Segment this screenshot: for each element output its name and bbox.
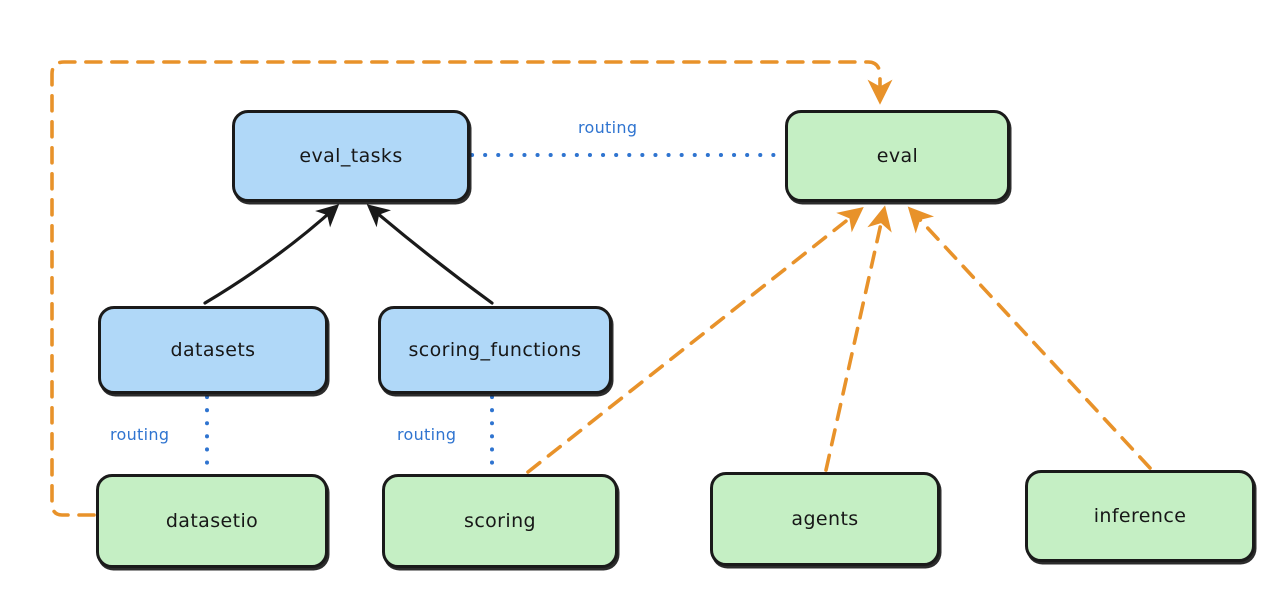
edge-scoring-to-eval: [526, 207, 864, 474]
node-label-inference: inference: [1093, 505, 1187, 527]
edge-label-routing-scoring-functions-scoring: routing: [397, 425, 457, 444]
node-label-agents: agents: [791, 508, 859, 530]
node-eval-tasks[interactable]: eval_tasks: [232, 110, 470, 202]
node-label-datasetio: datasetio: [165, 510, 259, 532]
node-scoring-functions[interactable]: scoring_functions: [378, 306, 612, 394]
edge-scoring-functions-to-eval-tasks: [366, 204, 494, 305]
node-scoring[interactable]: scoring: [382, 474, 618, 568]
node-datasets[interactable]: datasets: [98, 306, 328, 394]
node-label-scoring-functions: scoring_functions: [408, 339, 582, 361]
node-label-eval: eval: [876, 145, 919, 167]
edge-inference-to-eval: [907, 206, 1152, 470]
edge-label-routing-eval-tasks-eval: routing: [578, 118, 638, 137]
node-label-eval-tasks: eval_tasks: [299, 145, 403, 167]
edge-datasetio-to-eval: [50, 60, 893, 517]
node-label-datasets: datasets: [170, 339, 256, 361]
node-datasetio[interactable]: datasetio: [96, 474, 328, 568]
node-inference[interactable]: inference: [1025, 470, 1255, 562]
edge-label-routing-datasets-datasetio: routing: [110, 425, 170, 444]
node-agents[interactable]: agents: [710, 472, 940, 566]
node-label-scoring: scoring: [464, 510, 536, 532]
edge-agents-to-eval: [824, 205, 892, 472]
edge-datasets-to-eval-tasks: [203, 204, 340, 305]
node-eval[interactable]: eval: [785, 110, 1010, 202]
